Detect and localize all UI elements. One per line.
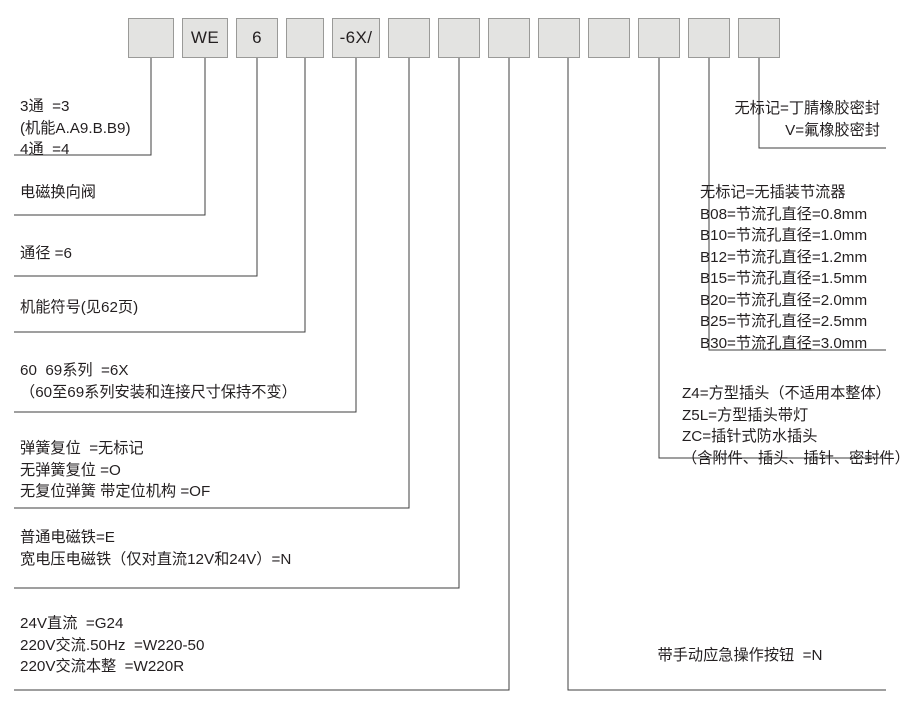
voltage-note: 24V直流 =G24 220V交流.50Hz =W220-50 220V交流本整 =… xyxy=(20,613,204,678)
spool-symbol-note: 机能符号(见62页) xyxy=(20,297,138,319)
code-box-6[interactable] xyxy=(438,18,480,58)
spring-return-note-line-0: 弹簧复位 =无标记 xyxy=(20,440,144,457)
size-note: 通径 =6 xyxy=(20,243,72,265)
code-box-3[interactable] xyxy=(286,18,324,58)
manual-override-note: 带手动应急操作按钮 =N xyxy=(590,645,890,667)
code-box-10[interactable] xyxy=(638,18,680,58)
orifice-note-line-1: B08=节流孔直径=0.8mm xyxy=(700,205,868,223)
voltage-note-line-2: 220V交流本整 =W220R xyxy=(20,658,185,675)
code-box-5[interactable] xyxy=(388,18,430,58)
connector-note-line-0: Z4=方型插头（不适用本整体） xyxy=(682,385,891,402)
spring-return-note-line-1: 无弹簧复位 =O xyxy=(20,461,121,479)
code-box-7[interactable] xyxy=(488,18,530,58)
voltage-note-line-1: 220V交流.50Hz =W220-50 xyxy=(20,636,205,654)
ways-note-line-1: (机能A.A9.B.B9) xyxy=(20,119,131,137)
orifice-note-line-4: B15=节流孔直径=1.5mm xyxy=(700,270,868,287)
valve-type-note-line-0: 电磁换向阀 xyxy=(20,184,96,201)
ways-note-line-0: 3通 =3 xyxy=(20,98,70,115)
spring-return-note: 弹簧复位 =无标记无弹簧复位 =O 无复位弹簧 带定位机构 =OF xyxy=(20,438,210,503)
solenoid-type-note-line-0: 普通电磁铁=E xyxy=(20,529,115,546)
valve-type-note: 电磁换向阀 xyxy=(20,182,96,204)
code-box-0[interactable] xyxy=(128,18,174,58)
code-box-4[interactable]: -6X/ xyxy=(332,18,380,58)
series-note-line-1: （60至69系列安装和连接尺寸保持不变） xyxy=(20,383,297,401)
orifice-note-line-3: B12=节流孔直径=1.2mm xyxy=(700,248,868,266)
connector-note: Z4=方型插头（不适用本整体） Z5L=方型插头带灯 ZC=插针式防水插头 （含附件、… xyxy=(682,383,900,469)
code-box-11[interactable] xyxy=(688,18,730,58)
solenoid-type-note: 普通电磁铁=E 宽电压电磁铁（仅对直流12V和24V）=N xyxy=(20,527,291,570)
solenoid-type-note-line-1: 宽电压电磁铁（仅对直流12V和24V）=N xyxy=(20,550,292,568)
code-box-12[interactable] xyxy=(738,18,780,58)
manual-override-note-line-0: 带手动应急操作按钮 =N xyxy=(657,647,823,664)
spring-return-note-line-2: 无复位弹簧 带定位机构 =OF xyxy=(20,483,211,500)
code-box-1[interactable]: WE xyxy=(182,18,228,58)
series-note-line-0: 60 69系列 =6X xyxy=(20,362,129,379)
connector-note-line-2: ZC=插针式防水插头 xyxy=(682,428,818,445)
code-box-8[interactable] xyxy=(538,18,580,58)
connector-note-line-3: （含附件、插头、插针、密封件） xyxy=(682,449,900,467)
seal-material-note-line-1: V=氟橡胶密封 xyxy=(785,121,880,139)
size-note-line-0: 通径 =6 xyxy=(20,245,72,262)
code-box-9[interactable] xyxy=(588,18,630,58)
orifice-note-line-2: B10=节流孔直径=1.0mm xyxy=(700,227,868,244)
leader-manual-override xyxy=(567,58,886,691)
orifice-note-line-5: B20=节流孔直径=2.0mm xyxy=(700,291,868,309)
series-note: 60 69系列 =6X （60至69系列安装和连接尺寸保持不变） xyxy=(20,360,297,403)
voltage-note-line-0: 24V直流 =G24 xyxy=(20,615,124,632)
seal-material-note-line-0: 无标记=丁腈橡胶密封 xyxy=(734,100,880,117)
orifice-note-line-0: 无标记=无插装节流器 xyxy=(700,184,846,201)
ways-note-line-2: 4通 =4 xyxy=(20,141,70,158)
orifice-note-line-7: B30=节流孔直径=3.0mm xyxy=(700,334,868,352)
spool-symbol-note-line-0: 机能符号(见62页) xyxy=(20,299,139,316)
seal-material-note: 无标记=丁腈橡胶密封 V=氟橡胶密封 xyxy=(600,98,880,141)
ways-note: 3通 =3 (机能A.A9.B.B9) 4通 =4 xyxy=(20,96,131,161)
code-box-2[interactable]: 6 xyxy=(236,18,278,58)
connector-note-line-1: Z5L=方型插头带灯 xyxy=(682,406,809,424)
orifice-note-line-6: B25=节流孔直径=2.5mm xyxy=(700,313,868,330)
